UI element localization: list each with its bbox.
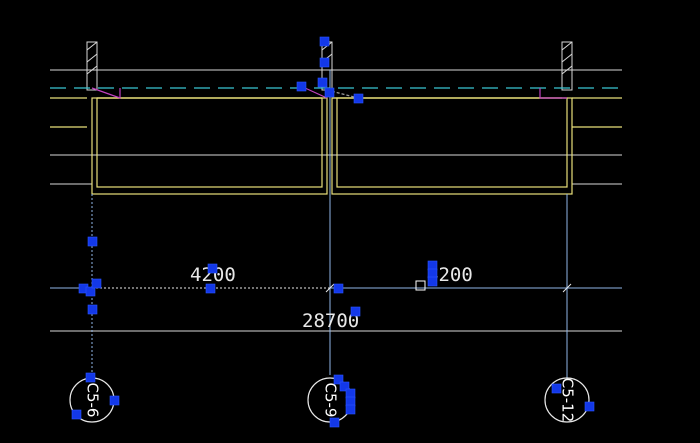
column-stub-hatch [561, 41, 573, 51]
square-grip-icon[interactable] [317, 77, 328, 88]
square-grip-icon[interactable] [87, 304, 98, 315]
column-stub-hatch [561, 53, 573, 63]
square-grip-icon[interactable] [427, 268, 438, 279]
square-grip-icon[interactable] [584, 401, 595, 412]
square-grip-icon[interactable] [345, 396, 356, 407]
square-grip-icon[interactable] [91, 278, 102, 289]
square-grip-icon[interactable] [85, 286, 96, 297]
yellow-bay-left[interactable] [91, 97, 328, 195]
axis-bubble-right[interactable] [544, 377, 590, 423]
selection-grips[interactable] [71, 36, 595, 428]
square-grip-icon[interactable] [551, 383, 562, 394]
square-grip-icon[interactable] [329, 417, 340, 428]
axis-lines[interactable] [91, 70, 568, 380]
square-grip-icon[interactable] [85, 372, 96, 383]
axis-label-right[interactable]: C5-12 [559, 378, 577, 423]
dim-text-right[interactable]: 4200 [427, 264, 473, 286]
square-grip-icon[interactable] [71, 409, 82, 420]
square-grip-icon[interactable] [324, 87, 335, 98]
square-grip-icon[interactable] [109, 395, 120, 406]
axis-label-left[interactable]: C5-6 [84, 383, 102, 418]
square-grip-icon[interactable] [345, 388, 356, 399]
square-grip-icon[interactable] [345, 404, 356, 415]
square-grip-icon[interactable] [333, 374, 344, 385]
square-grip-icon[interactable] [87, 236, 98, 247]
dim-text-overall[interactable]: 28700 [302, 310, 359, 332]
square-grip-icon[interactable] [296, 81, 307, 92]
dim-tick-middle [325, 283, 335, 293]
axis-label-middle[interactable]: C5-9 [322, 383, 340, 418]
square-grip-icon[interactable] [427, 276, 438, 287]
magenta-mark-left [91, 87, 121, 99]
yellow-beams[interactable] [50, 97, 622, 195]
yellow-bay-right-inner[interactable] [336, 97, 568, 188]
column-stub-hatch [86, 53, 98, 63]
yellow-bay-right[interactable] [331, 97, 573, 195]
square-grip-icon[interactable] [319, 57, 330, 68]
dim-tick-right [562, 283, 572, 293]
square-grip-icon[interactable] [205, 283, 216, 294]
magenta-mark-right [539, 88, 567, 99]
square-grip-icon[interactable] [207, 263, 218, 274]
square-grip-icon[interactable] [427, 260, 438, 271]
square-grip-icon[interactable] [333, 283, 344, 294]
pickbox-icon [415, 280, 426, 291]
square-grip-icon[interactable] [353, 93, 364, 104]
yellow-bay-left-inner[interactable] [96, 97, 323, 188]
square-grip-icon[interactable] [339, 381, 350, 392]
square-grip-icon[interactable] [319, 36, 330, 47]
column-stub-hatch [86, 41, 98, 51]
dim-text-left[interactable]: 4200 [190, 264, 236, 286]
square-grip-icon[interactable] [350, 306, 361, 317]
magenta-mark-middle [304, 87, 328, 99]
